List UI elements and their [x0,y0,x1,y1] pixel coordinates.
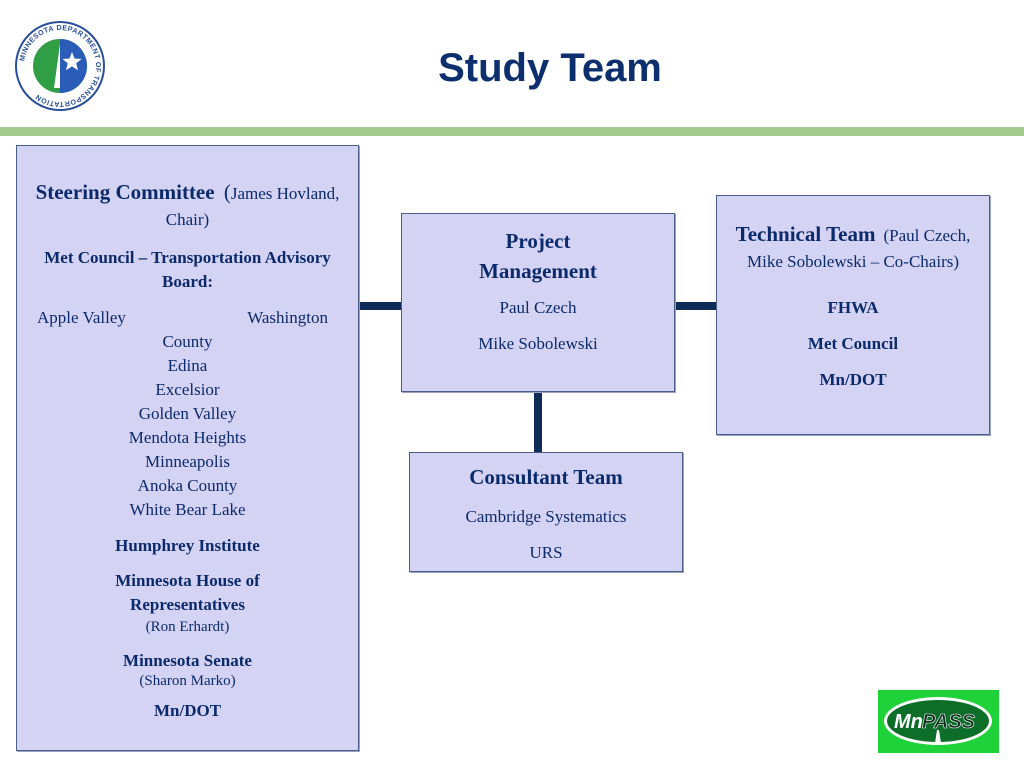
steering-chair: James Hovland, Chair) [165,184,340,229]
mn-house-rep: (Ron Erhardt) [145,619,230,635]
mnpass-logo: Mn PASS [878,690,999,753]
member-mendota-heights: Mendota Heights [128,428,247,447]
connector-project-technical [674,302,717,310]
star-icon [62,52,82,71]
technical-team-heading: Technical Team [735,222,876,246]
humphrey-institute: Humphrey Institute [115,536,260,555]
steering-chair-open: ( [223,180,231,204]
technical-team-chairs: (Paul Czech, Mike Sobolewski – Co-Chairs… [746,226,971,271]
project-management-box: Project Management Paul Czech Mike Sobol… [401,213,675,392]
met-council-tab-label: Met Council – Transportation Advisory Bo… [44,248,331,291]
title-divider [0,127,1024,136]
steering-mndot: Mn/DOT [153,701,222,720]
technical-team-box: Technical Team (Paul Czech, Mike Sobolew… [716,195,990,435]
mndot-logo: MINNESOTA DEPARTMENT OF TRANSPORTATION [14,20,106,112]
member-edina: Edina [167,356,208,375]
mn-senate-rep: (Sharon Marko) [139,673,236,689]
mn-house: Minnesota House of Representatives [115,571,260,614]
consultant-team-box: Consultant Team Cambridge Systematics UR… [409,452,683,572]
pm-person-paul-czech: Paul Czech [499,298,577,317]
slide-title: Study Team [438,46,662,90]
steering-committee-heading: Steering Committee [35,180,215,204]
pm-person-mike-sobolewski: Mike Sobolewski [478,334,598,353]
tech-org-fhwa: FHWA [827,298,879,317]
member-minneapolis: Minneapolis [145,452,230,471]
tech-org-met-council: Met Council [807,334,899,353]
member-washington: Washington [247,308,328,327]
project-management-heading: Project Management [479,229,597,283]
member-white-bear-lake: White Bear Lake [129,500,246,519]
connector-steering-project [359,302,402,310]
member-anoka-county: Anoka County [137,476,238,495]
member-apple-valley: Apple Valley [37,308,126,327]
mnpass-suffix: PASS [922,711,976,733]
member-county: County [162,332,213,351]
member-excelsior: Excelsior [155,380,220,399]
consultant-urs: URS [529,543,563,562]
member-golden-valley: Golden Valley [138,404,237,423]
mnpass-prefix: Mn [894,711,923,733]
tech-org-mndot: Mn/DOT [819,370,887,389]
steering-committee-box: Steering Committee (James Hovland, Chair… [16,145,359,751]
consultant-team-heading: Consultant Team [469,465,623,489]
mn-senate: Minnesota Senate [123,651,252,670]
connector-project-consultant [534,392,542,453]
consultant-cambridge-systematics: Cambridge Systematics [465,507,627,526]
